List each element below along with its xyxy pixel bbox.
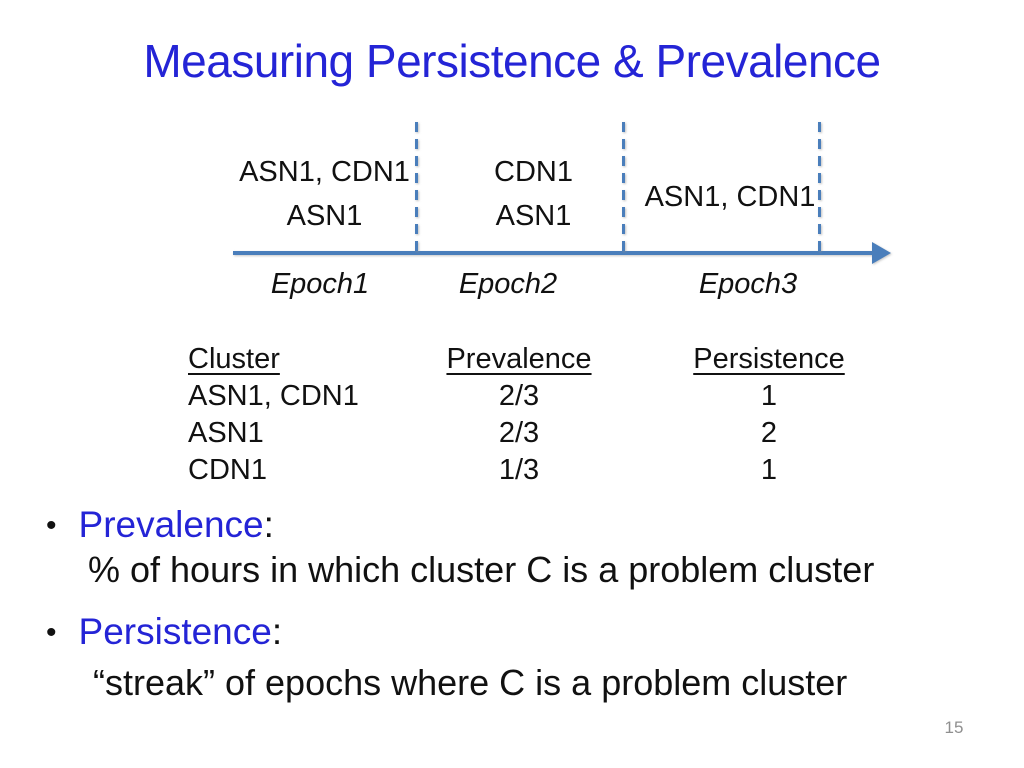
header-cluster: Cluster — [188, 343, 280, 375]
epoch3-label: Epoch3 — [698, 268, 798, 300]
cell-prevalence: 1/3 — [498, 454, 540, 486]
epoch-divider-2 — [622, 122, 625, 254]
table-row: CDN1 1/3 1 — [188, 452, 869, 489]
bullet-icon: • — [46, 509, 57, 542]
epoch2-label: Epoch2 — [458, 268, 558, 300]
epoch2-clusters: CDN1 ASN1 — [430, 150, 637, 238]
epoch1-label: Epoch1 — [270, 268, 370, 300]
cell-cluster: CDN1 — [188, 454, 267, 486]
bullet-prevalence: • Prevalence: — [46, 504, 274, 547]
epoch3-clusters: ASN1, CDN1 — [640, 179, 820, 215]
table-row: ASN1 2/3 2 — [188, 415, 869, 452]
cluster-label: ASN1 — [495, 200, 572, 232]
cell-prevalence: 2/3 — [498, 417, 540, 449]
bullet-persistence-definition: “streak” of epochs where C is a problem … — [93, 662, 848, 703]
cluster-label: ASN1 — [286, 200, 363, 232]
cell-persistence: 2 — [760, 417, 778, 449]
cluster-label: CDN1 — [494, 156, 573, 188]
header-persistence: Persistence — [693, 343, 845, 375]
bullet-prevalence-definition: % of hours in which cluster C is a probl… — [88, 549, 875, 590]
cell-persistence: 1 — [760, 380, 778, 412]
table-header-row: Cluster Prevalence Persistence — [188, 341, 869, 378]
metrics-table: Cluster Prevalence Persistence ASN1, CDN… — [188, 341, 869, 489]
page-number: 15 — [944, 718, 964, 737]
timeline-arrowhead-icon — [872, 242, 891, 264]
cell-cluster: ASN1, CDN1 — [188, 380, 359, 412]
bullet-colon: : — [271, 611, 283, 652]
header-prevalence: Prevalence — [446, 343, 592, 375]
bullet-icon: • — [46, 616, 57, 649]
cell-prevalence: 2/3 — [498, 380, 540, 412]
bullet-colon: : — [263, 504, 274, 545]
timeline-axis — [233, 251, 875, 255]
epoch-divider-3 — [818, 122, 821, 254]
bullet-term: Prevalence — [78, 504, 264, 545]
cell-persistence: 1 — [760, 454, 778, 486]
epoch1-clusters: ASN1, CDN1 ASN1 — [233, 150, 416, 238]
bullet-term: Persistence — [78, 611, 272, 652]
cluster-label: ASN1, CDN1 — [644, 181, 816, 213]
cluster-label: ASN1, CDN1 — [239, 156, 410, 188]
cell-cluster: ASN1 — [188, 417, 264, 449]
table-row: ASN1, CDN1 2/3 1 — [188, 378, 869, 415]
epoch-divider-1 — [415, 122, 418, 254]
slide-title: Measuring Persistence & Prevalence — [143, 35, 881, 87]
bullet-persistence: • Persistence: — [46, 611, 282, 654]
